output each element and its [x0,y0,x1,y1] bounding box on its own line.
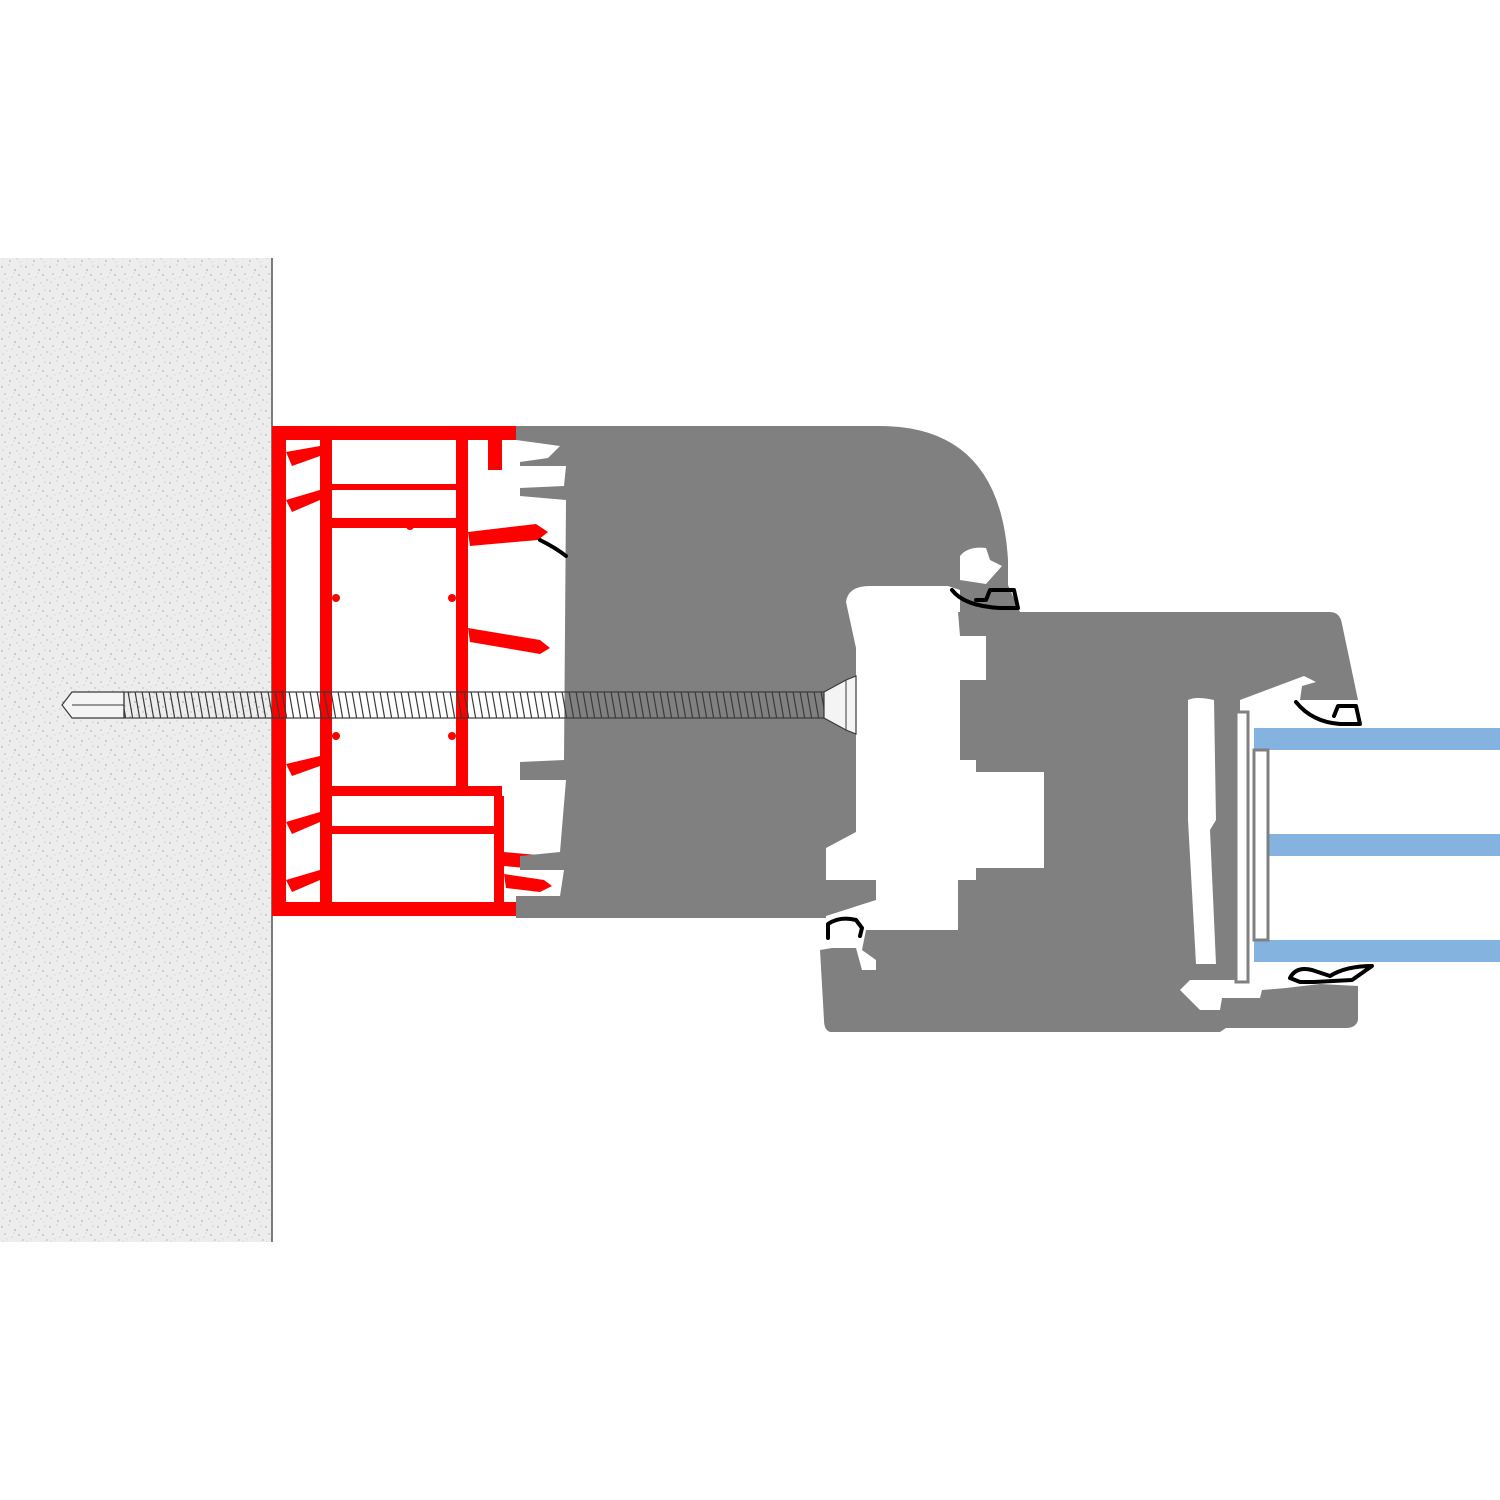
ext-dot-6 [448,732,456,740]
gasket-frame-top [950,588,1020,610]
screw-shank [123,691,825,719]
ext-dot-3 [332,594,340,602]
gasket-sash-top-right [1294,700,1362,726]
ext-right-fin-1 [468,524,548,546]
wall-hatch [0,258,272,1242]
gaskets [538,538,1374,984]
sash-profile [820,612,1358,1032]
ext-cross-4 [332,826,502,834]
ext-dot-2 [376,788,384,796]
sash-body [820,612,1358,1032]
gasket-sash-bottom-left [826,916,864,940]
self-drilling-screw-icon [61,675,857,735]
gasket-glass-bottom [1288,964,1374,984]
ext-cross-3 [332,786,502,796]
ext-outer-left-wall [272,426,286,916]
ext-right-lower-wall [494,796,504,902]
extension-profile [272,426,556,916]
ext-web-bottom-left [320,790,332,902]
glass-spacer-outer [1234,710,1250,984]
ext-right-fin-2 [468,628,550,654]
outer-frame-profile [516,426,1020,918]
glass-spacer [1252,748,1270,942]
ext-inner-web-left [320,440,332,790]
ext-cross-1 [332,484,456,490]
glass-pane-3 [1254,940,1500,962]
ext-right-web [488,440,502,470]
ext-left-fin-4 [286,870,320,892]
masonry-wall [0,258,273,1242]
ext-inner-web-right [456,440,468,790]
triple-glazing [1234,710,1500,984]
ext-left-fin-2 [286,756,320,776]
ext-right-fin-4 [504,874,552,892]
ext-dot-5 [332,732,340,740]
ext-dot-4 [448,594,456,602]
glass-pane-2 [1254,834,1500,856]
frame-top-notch [960,547,1002,584]
sash-inner-cutout [1188,698,1216,964]
ext-left-fin-3 [286,812,320,834]
ext-dot-1 [406,522,414,530]
ext-cross-2 [332,518,456,528]
frame-body [516,426,1020,918]
ext-left-fin-5 [286,446,320,466]
gasket-ext-lip [538,538,568,558]
ext-left-fin-1 [286,490,320,512]
ext-top-wall [272,426,516,440]
glass-pane-1 [1254,728,1500,750]
ext-bottom-wall [272,902,516,916]
